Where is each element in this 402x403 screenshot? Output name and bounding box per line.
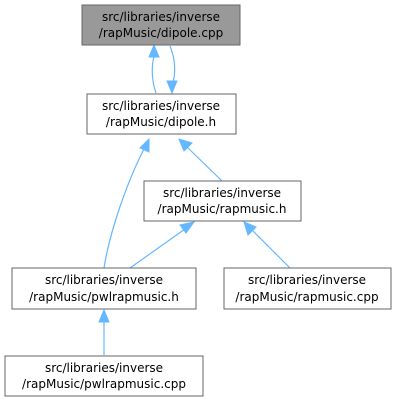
edge-pwlrapmusic-cpp-to-pwlrapmusic-h-arrowhead — [98, 308, 110, 323]
node-rapmusic-cpp[interactable]: src/libraries/inverse /rapMusic/rapmusic… — [223, 267, 392, 310]
node-pwlrapmusic-cpp-box — [4, 355, 204, 397]
node-pwlrapmusic-h-box — [11, 267, 197, 310]
node-pwlrapmusic-cpp-line1: src/libraries/inverse — [45, 361, 163, 375]
edge-pwlrapmusic-h-to-dipole-h — [103, 148, 145, 269]
node-dipole-cpp-line1: src/libraries/inverse — [102, 10, 220, 24]
node-rapmusic-h-box — [143, 180, 302, 222]
edge-pwlrapmusic-h-to-rapmusic-h-arrowhead — [179, 221, 196, 234]
node-pwlrapmusic-h-line2: /rapMusic/pwlrapmusic.h — [29, 290, 179, 304]
edge-rapmusic-cpp-to-rapmusic-h-arrowhead — [243, 221, 257, 236]
edges — [98, 43, 291, 355]
edge-dipole-cpp-to-dipole-h-arrowhead — [166, 80, 178, 95]
edge-rapmusic-h-to-dipole-h — [186, 146, 223, 182]
edge-dipole-h-to-dipole-cpp — [151, 55, 157, 94]
node-pwlrapmusic-cpp[interactable]: src/libraries/inverse /rapMusic/pwlrapmu… — [4, 355, 204, 397]
node-dipole-h-box — [86, 93, 237, 135]
node-dipole-h-line2: /rapMusic/dipole.h — [106, 115, 216, 129]
node-pwlrapmusic-cpp-line2: /rapMusic/pwlrapmusic.cpp — [22, 377, 186, 391]
node-dipole-h[interactable]: src/libraries/inverse /rapMusic/dipole.h — [86, 93, 237, 135]
edge-pwlrapmusic-h-to-rapmusic-h — [129, 228, 186, 269]
edge-pwlrapmusic-h-to-dipole-h-arrowhead — [139, 137, 150, 153]
node-dipole-cpp-line2: /rapMusic/dipole.cpp — [99, 26, 223, 40]
edge-dipole-cpp-to-dipole-h — [169, 45, 176, 83]
node-dipole-h-line1: src/libraries/inverse — [102, 99, 220, 113]
node-rapmusic-h-line2: /rapMusic/rapmusic.h — [158, 202, 287, 216]
node-rapmusic-h-line1: src/libraries/inverse — [163, 186, 281, 200]
nodes: src/libraries/inverse /rapMusic/dipole.c… — [4, 4, 392, 397]
node-rapmusic-cpp-line1: src/libraries/inverse — [248, 273, 366, 287]
edge-rapmusic-cpp-to-rapmusic-h — [251, 229, 291, 269]
node-pwlrapmusic-h-line1: src/libraries/inverse — [45, 273, 163, 287]
edge-rapmusic-h-to-dipole-h-arrowhead — [178, 138, 193, 152]
node-rapmusic-cpp-line2: /rapMusic/rapmusic.cpp — [235, 290, 378, 304]
node-dipole-cpp[interactable]: src/libraries/inverse /rapMusic/dipole.c… — [81, 4, 241, 46]
node-pwlrapmusic-h[interactable]: src/libraries/inverse /rapMusic/pwlrapmu… — [11, 267, 197, 310]
edge-dipole-h-to-dipole-cpp-arrowhead — [148, 43, 160, 58]
node-dipole-cpp-box — [81, 4, 241, 46]
node-rapmusic-cpp-box — [223, 267, 392, 310]
node-rapmusic-h[interactable]: src/libraries/inverse /rapMusic/rapmusic… — [143, 180, 302, 222]
